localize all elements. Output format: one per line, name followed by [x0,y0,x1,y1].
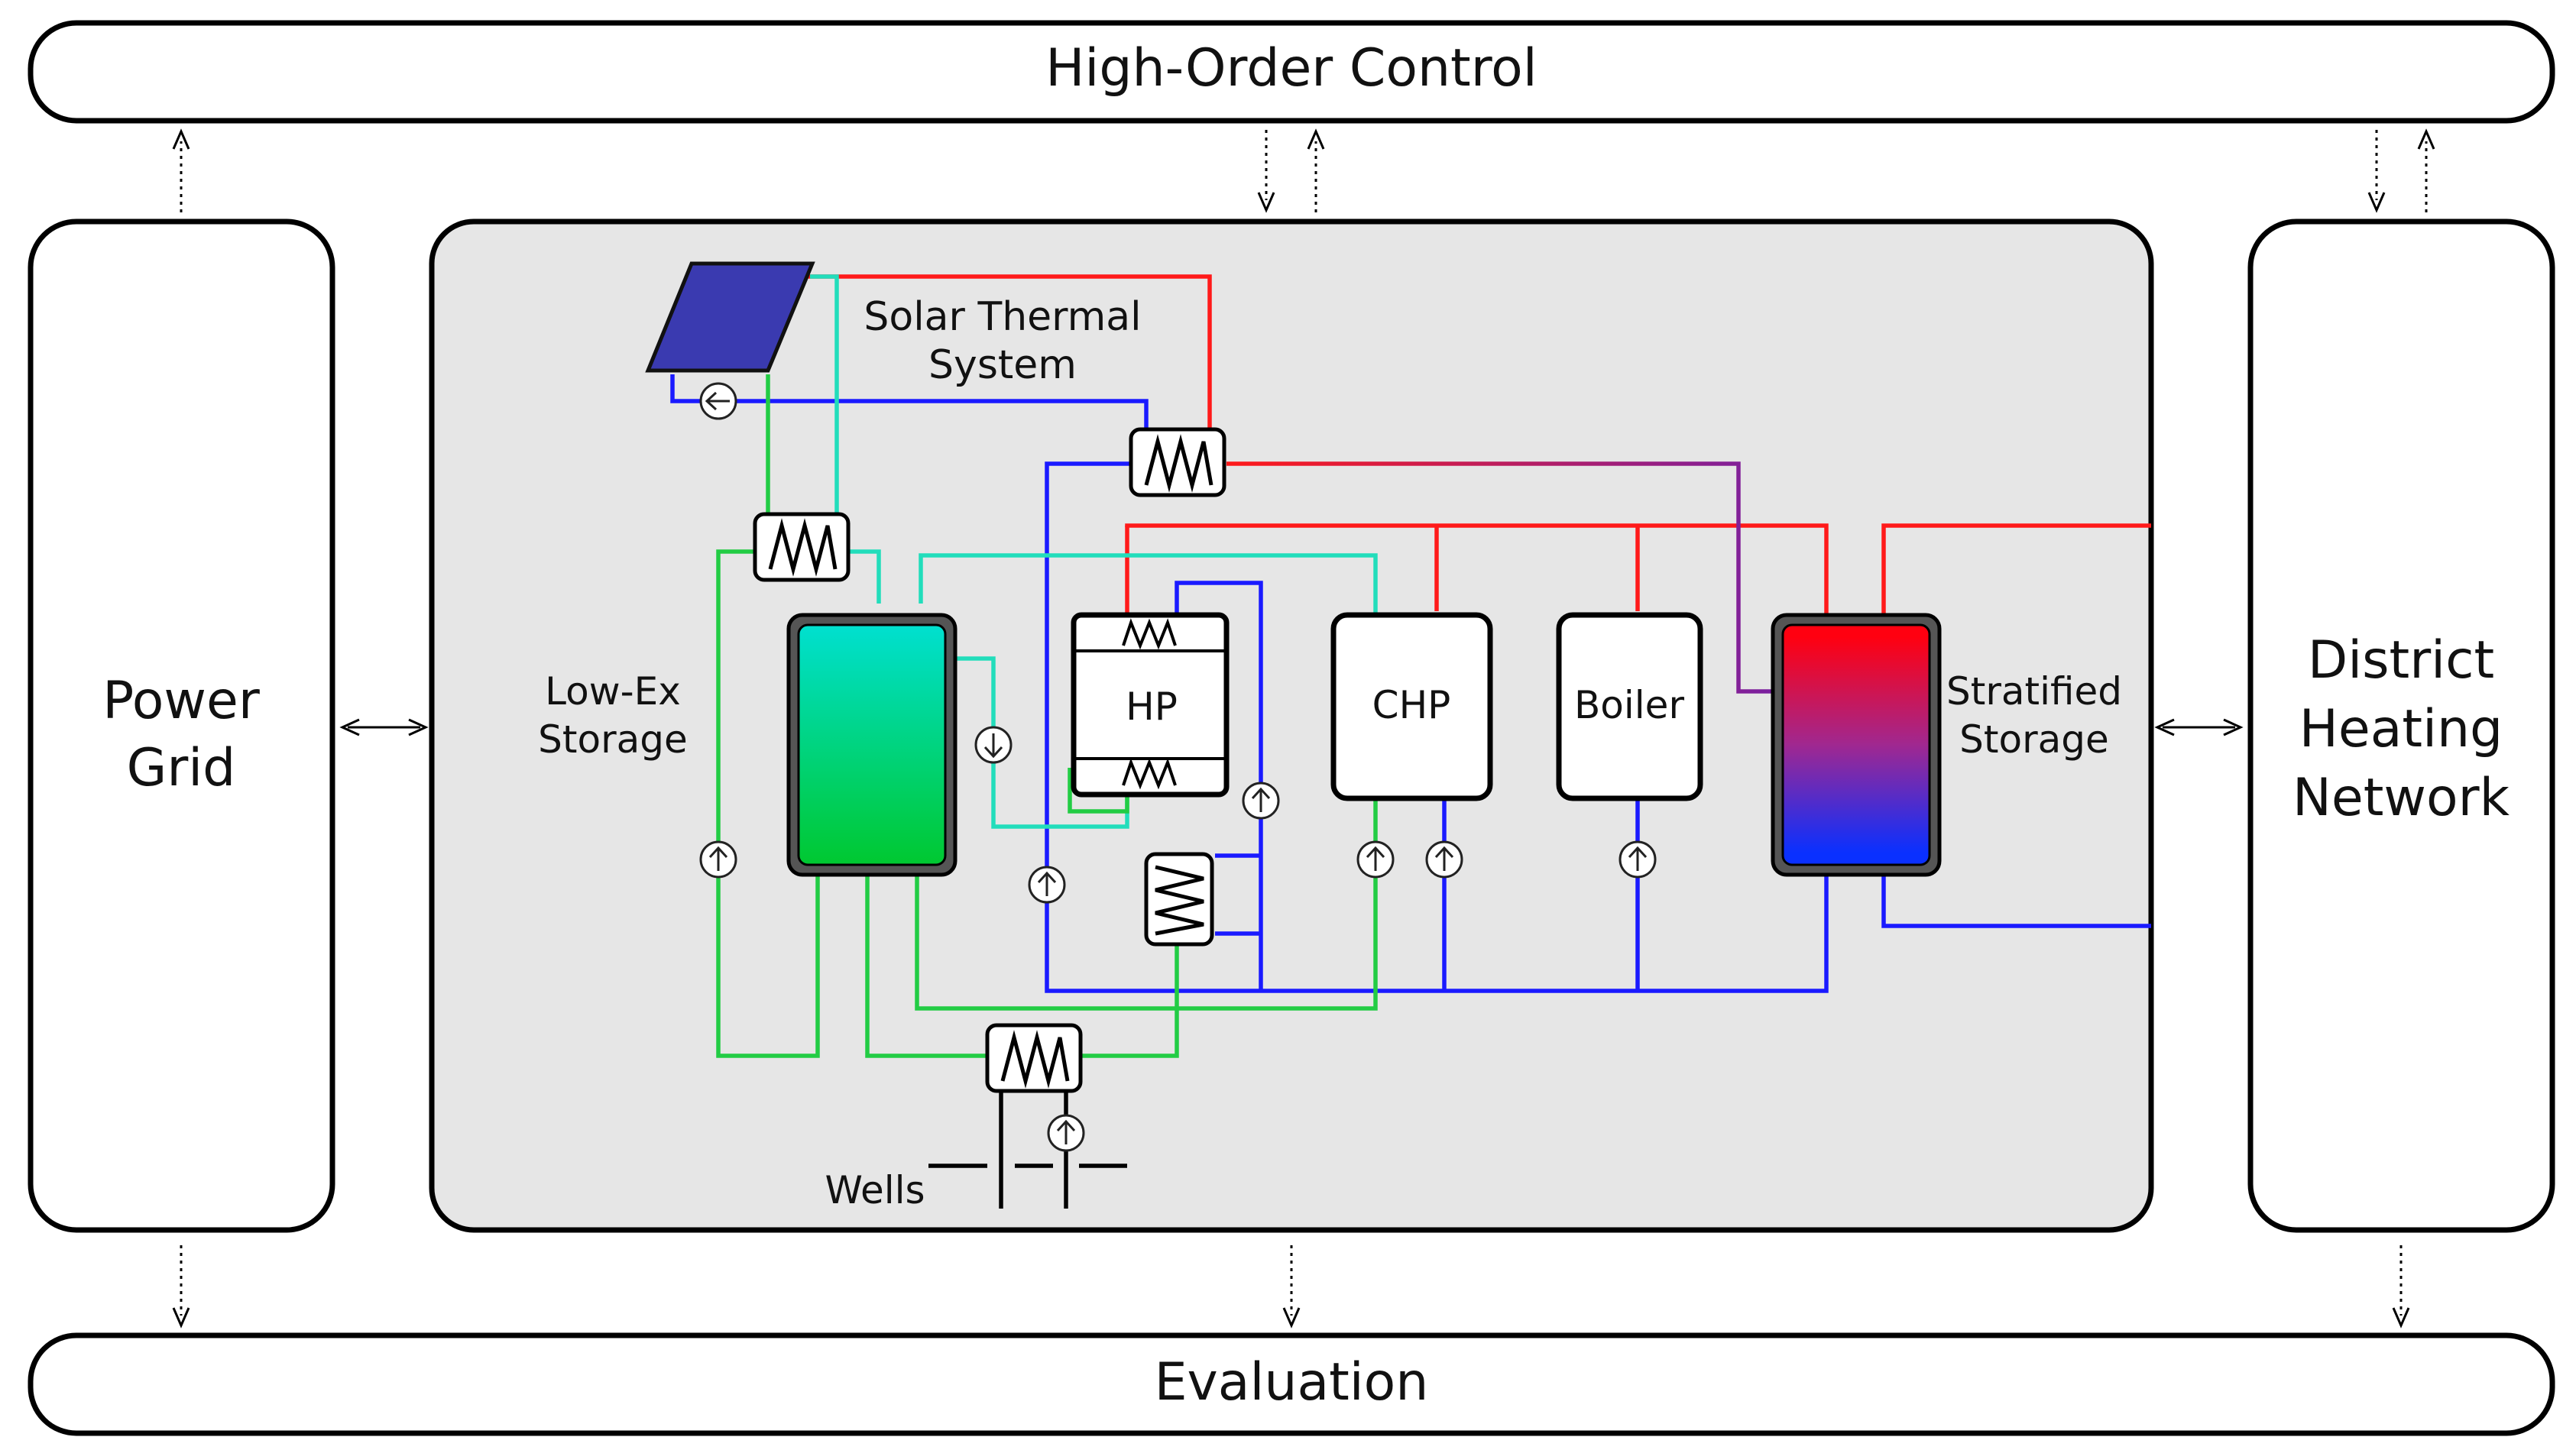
power-grid-block: Power Grid [28,218,335,1233]
district-heating-block: District Heating Network [2247,218,2555,1233]
high-order-control-label: High-Order Control [1045,38,1537,99]
power-grid-label-1: Power [102,671,260,731]
hp-label: HP [1126,685,1178,729]
pump-icon [1242,782,1280,820]
evaluation-bar: Evaluation [28,1332,2555,1436]
pump-icon [1619,840,1657,879]
control-arrows [172,128,2435,1329]
pump-icon [1028,866,1066,904]
stratified-label-2: Storage [1959,717,2109,762]
pump-icon [974,726,1013,764]
district-heating-label-2: Heating [2299,699,2503,759]
heat-exchanger-icon [1129,427,1226,497]
district-heating-label-1: District [2308,630,2494,691]
power-grid-label-2: Grid [127,738,236,798]
boiler-unit [1556,612,1703,801]
boiler-label: Boiler [1574,683,1684,727]
lowex-label-2: Storage [538,717,688,762]
district-heating-label-3: Network [2292,768,2510,828]
pump-icon [1356,840,1395,879]
solar-label-2: System [928,342,1077,388]
pump-icon [699,840,737,879]
solar-label-1: Solar Thermal [864,294,1141,340]
chp-label: CHP [1372,683,1451,727]
pump-icon [1047,1114,1085,1152]
chp-unit [1330,612,1493,801]
lowex-label-1: Low-Ex [545,669,681,714]
wells-label: Wells [825,1168,925,1212]
heat-exchanger-icon [1144,852,1214,947]
stratified-label-1: Stratified [1946,669,2122,714]
lowex-storage-tank [786,613,957,877]
heat-exchanger-icon [985,1023,1083,1093]
evaluation-label: Evaluation [1155,1352,1429,1413]
heat-exchanger-icon [753,512,851,582]
pump-icon [1425,840,1463,879]
heat-pump-unit [1071,612,1230,798]
stratified-storage-tank [1771,613,1942,877]
plant-panel [429,218,2154,1233]
solar-panel [645,261,815,373]
pump-icon [699,382,737,420]
high-order-control-bar: High-Order Control [28,20,2555,124]
